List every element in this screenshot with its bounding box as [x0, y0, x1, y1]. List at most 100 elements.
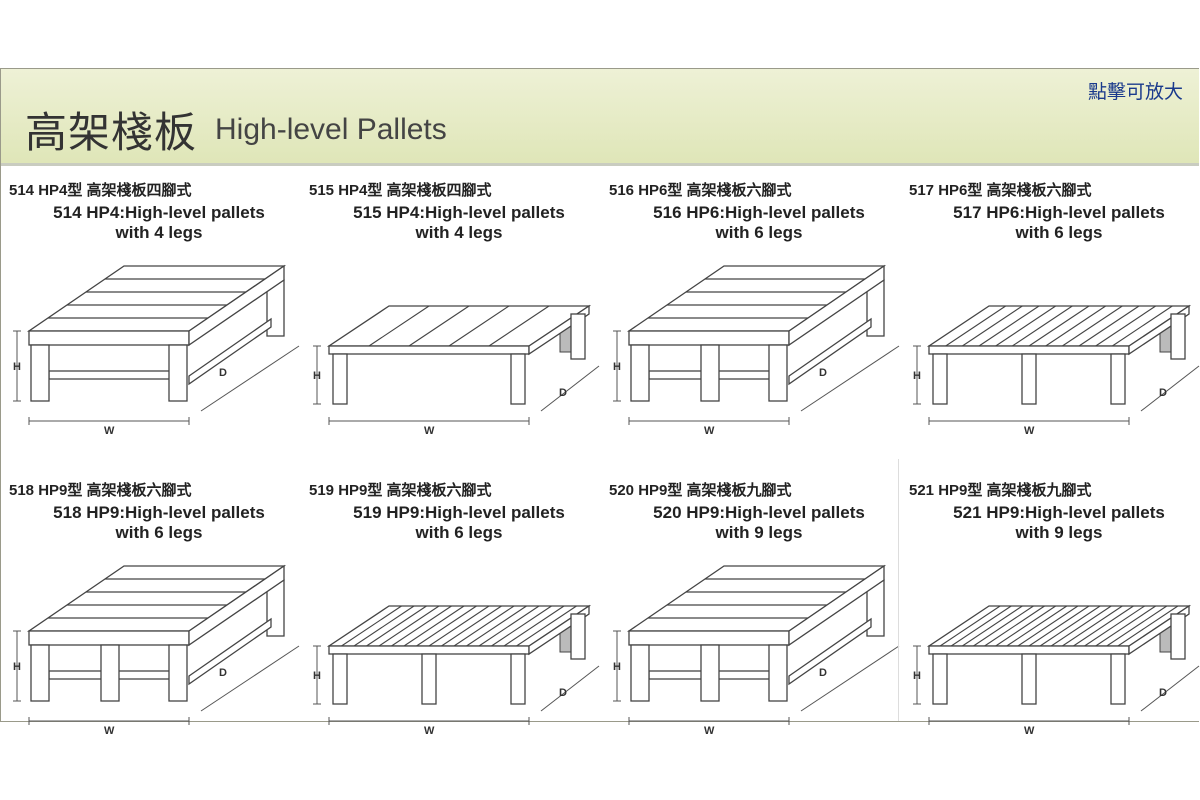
product-card[interactable]: 521 HP9型 高架棧板九腳式 521 HP9:High-level pall… — [909, 469, 1200, 759]
dim-d-label: D — [819, 667, 827, 679]
dimension-depth — [1140, 365, 1200, 412]
pallet-drawing: H W D — [613, 564, 900, 737]
dimension-width — [28, 417, 190, 425]
product-card[interactable]: 514 HP4型 高架棧板四腳式 514 HP4:High-level pall… — [9, 169, 309, 459]
catalog-header: 高架棧板 High-level Pallets 點擊可放大 — [1, 69, 1199, 166]
pallet-drawing: H W D — [13, 564, 300, 737]
leg — [30, 344, 50, 402]
dimension-height — [313, 345, 321, 405]
leg-count: with 4 legs — [415, 223, 503, 242]
dimension-depth — [200, 345, 300, 412]
product-name-zh: 516 HP6型 高架棧板六腳式 — [609, 182, 792, 199]
dim-d-label: D — [1159, 387, 1167, 399]
pallet-drawing: H W D — [13, 264, 300, 437]
leg-count: with 6 legs — [115, 523, 203, 542]
leg — [1021, 653, 1037, 705]
product-card[interactable]: 515 HP4型 高架棧板四腳式 515 HP4:High-level pall… — [309, 169, 609, 459]
pallet-drawing: H W D — [613, 264, 900, 437]
dim-w-label: W — [704, 725, 715, 737]
leg — [332, 353, 348, 405]
leg-count: with 9 legs — [1015, 523, 1103, 542]
dim-d-label: D — [1159, 687, 1167, 699]
product-card[interactable]: 517 HP6型 高架棧板六腳式 517 HP6:High-level pall… — [909, 169, 1200, 459]
dim-d-label: D — [819, 367, 827, 379]
dim-w-label: W — [104, 725, 115, 737]
product-title: 515 HP4:High-level pallets — [353, 203, 565, 222]
dim-h-label: H — [913, 370, 921, 382]
product-card[interactable]: 520 HP9型 高架棧板九腳式 520 HP9:High-level pall… — [609, 469, 909, 759]
product-card[interactable]: 518 HP9型 高架棧板六腳式 518 HP9:High-level pall… — [9, 469, 309, 759]
leg — [1021, 353, 1037, 405]
dimension-width — [628, 717, 790, 725]
dimension-width — [628, 417, 790, 425]
product-name-zh: 518 HP9型 高架棧板六腳式 — [9, 482, 192, 499]
dimension-width — [28, 717, 190, 725]
dimension-width — [928, 717, 1130, 725]
dim-w-label: W — [704, 425, 715, 437]
leg — [168, 644, 188, 702]
leg — [700, 644, 720, 702]
leg — [510, 653, 526, 705]
catalog-frame: 高架棧板 High-level Pallets 點擊可放大 514 HP4型 高… — [0, 68, 1200, 737]
product-title: 521 HP9:High-level pallets — [953, 503, 1165, 522]
product-name-zh: 515 HP4型 高架棧板四腳式 — [309, 182, 492, 199]
product-title: 517 HP6:High-level pallets — [953, 203, 1165, 222]
dim-w-label: W — [424, 425, 435, 437]
product-name-zh: 517 HP6型 高架棧板六腳式 — [909, 182, 1092, 199]
leg — [1110, 653, 1126, 705]
leg — [768, 344, 788, 402]
leg — [630, 344, 650, 402]
pallet-drawing: H W D — [313, 304, 600, 437]
product-title: 520 HP9:High-level pallets — [653, 503, 865, 522]
dim-d-label: D — [559, 687, 567, 699]
leg — [421, 653, 437, 705]
product-card[interactable]: 516 HP6型 高架棧板六腳式 516 HP6:High-level pall… — [609, 169, 909, 459]
divider — [898, 459, 899, 721]
leg — [332, 653, 348, 705]
pallet-drawing: H W D — [313, 604, 600, 737]
dimension-width — [928, 417, 1130, 425]
product-name-zh: 514 HP4型 高架棧板四腳式 — [9, 182, 192, 199]
leg — [700, 344, 720, 402]
dim-w-label: W — [104, 425, 115, 437]
product-title: 519 HP9:High-level pallets — [353, 503, 565, 522]
pallet-drawing: H W D — [913, 604, 1200, 737]
leg — [30, 644, 50, 702]
dim-d-label: D — [559, 387, 567, 399]
title-english: High-level Pallets — [215, 113, 447, 146]
leg — [168, 344, 188, 402]
product-title: 514 HP4:High-level pallets — [53, 203, 265, 222]
click-to-enlarge-link[interactable]: 點擊可放大 — [1087, 82, 1183, 103]
leg-count: with 6 legs — [715, 223, 803, 242]
dim-h-label: H — [13, 361, 21, 373]
dimension-depth — [200, 645, 300, 712]
dim-h-label: H — [313, 670, 321, 682]
product-card[interactable]: 519 HP9型 高架棧板六腳式 519 HP9:High-level pall… — [309, 469, 609, 759]
dim-d-label: D — [219, 367, 227, 379]
leg-count: with 6 legs — [415, 523, 503, 542]
dimension-height — [913, 645, 921, 705]
dim-d-label: D — [219, 667, 227, 679]
dimension-depth — [540, 665, 600, 712]
leg-count: with 9 legs — [715, 523, 803, 542]
leg-count: with 4 legs — [115, 223, 203, 242]
dim-h-label: H — [13, 661, 21, 673]
product-name-zh: 519 HP9型 高架棧板六腳式 — [309, 482, 492, 499]
leg — [932, 353, 948, 405]
leg-count: with 6 legs — [1015, 223, 1103, 242]
leg — [100, 644, 120, 702]
leg — [768, 644, 788, 702]
dimension-depth — [800, 645, 900, 712]
product-title: 516 HP6:High-level pallets — [653, 203, 865, 222]
dim-h-label: H — [613, 361, 621, 373]
leg — [932, 653, 948, 705]
dim-h-label: H — [613, 661, 621, 673]
dimension-height — [913, 345, 921, 405]
dimension-height — [13, 630, 21, 702]
